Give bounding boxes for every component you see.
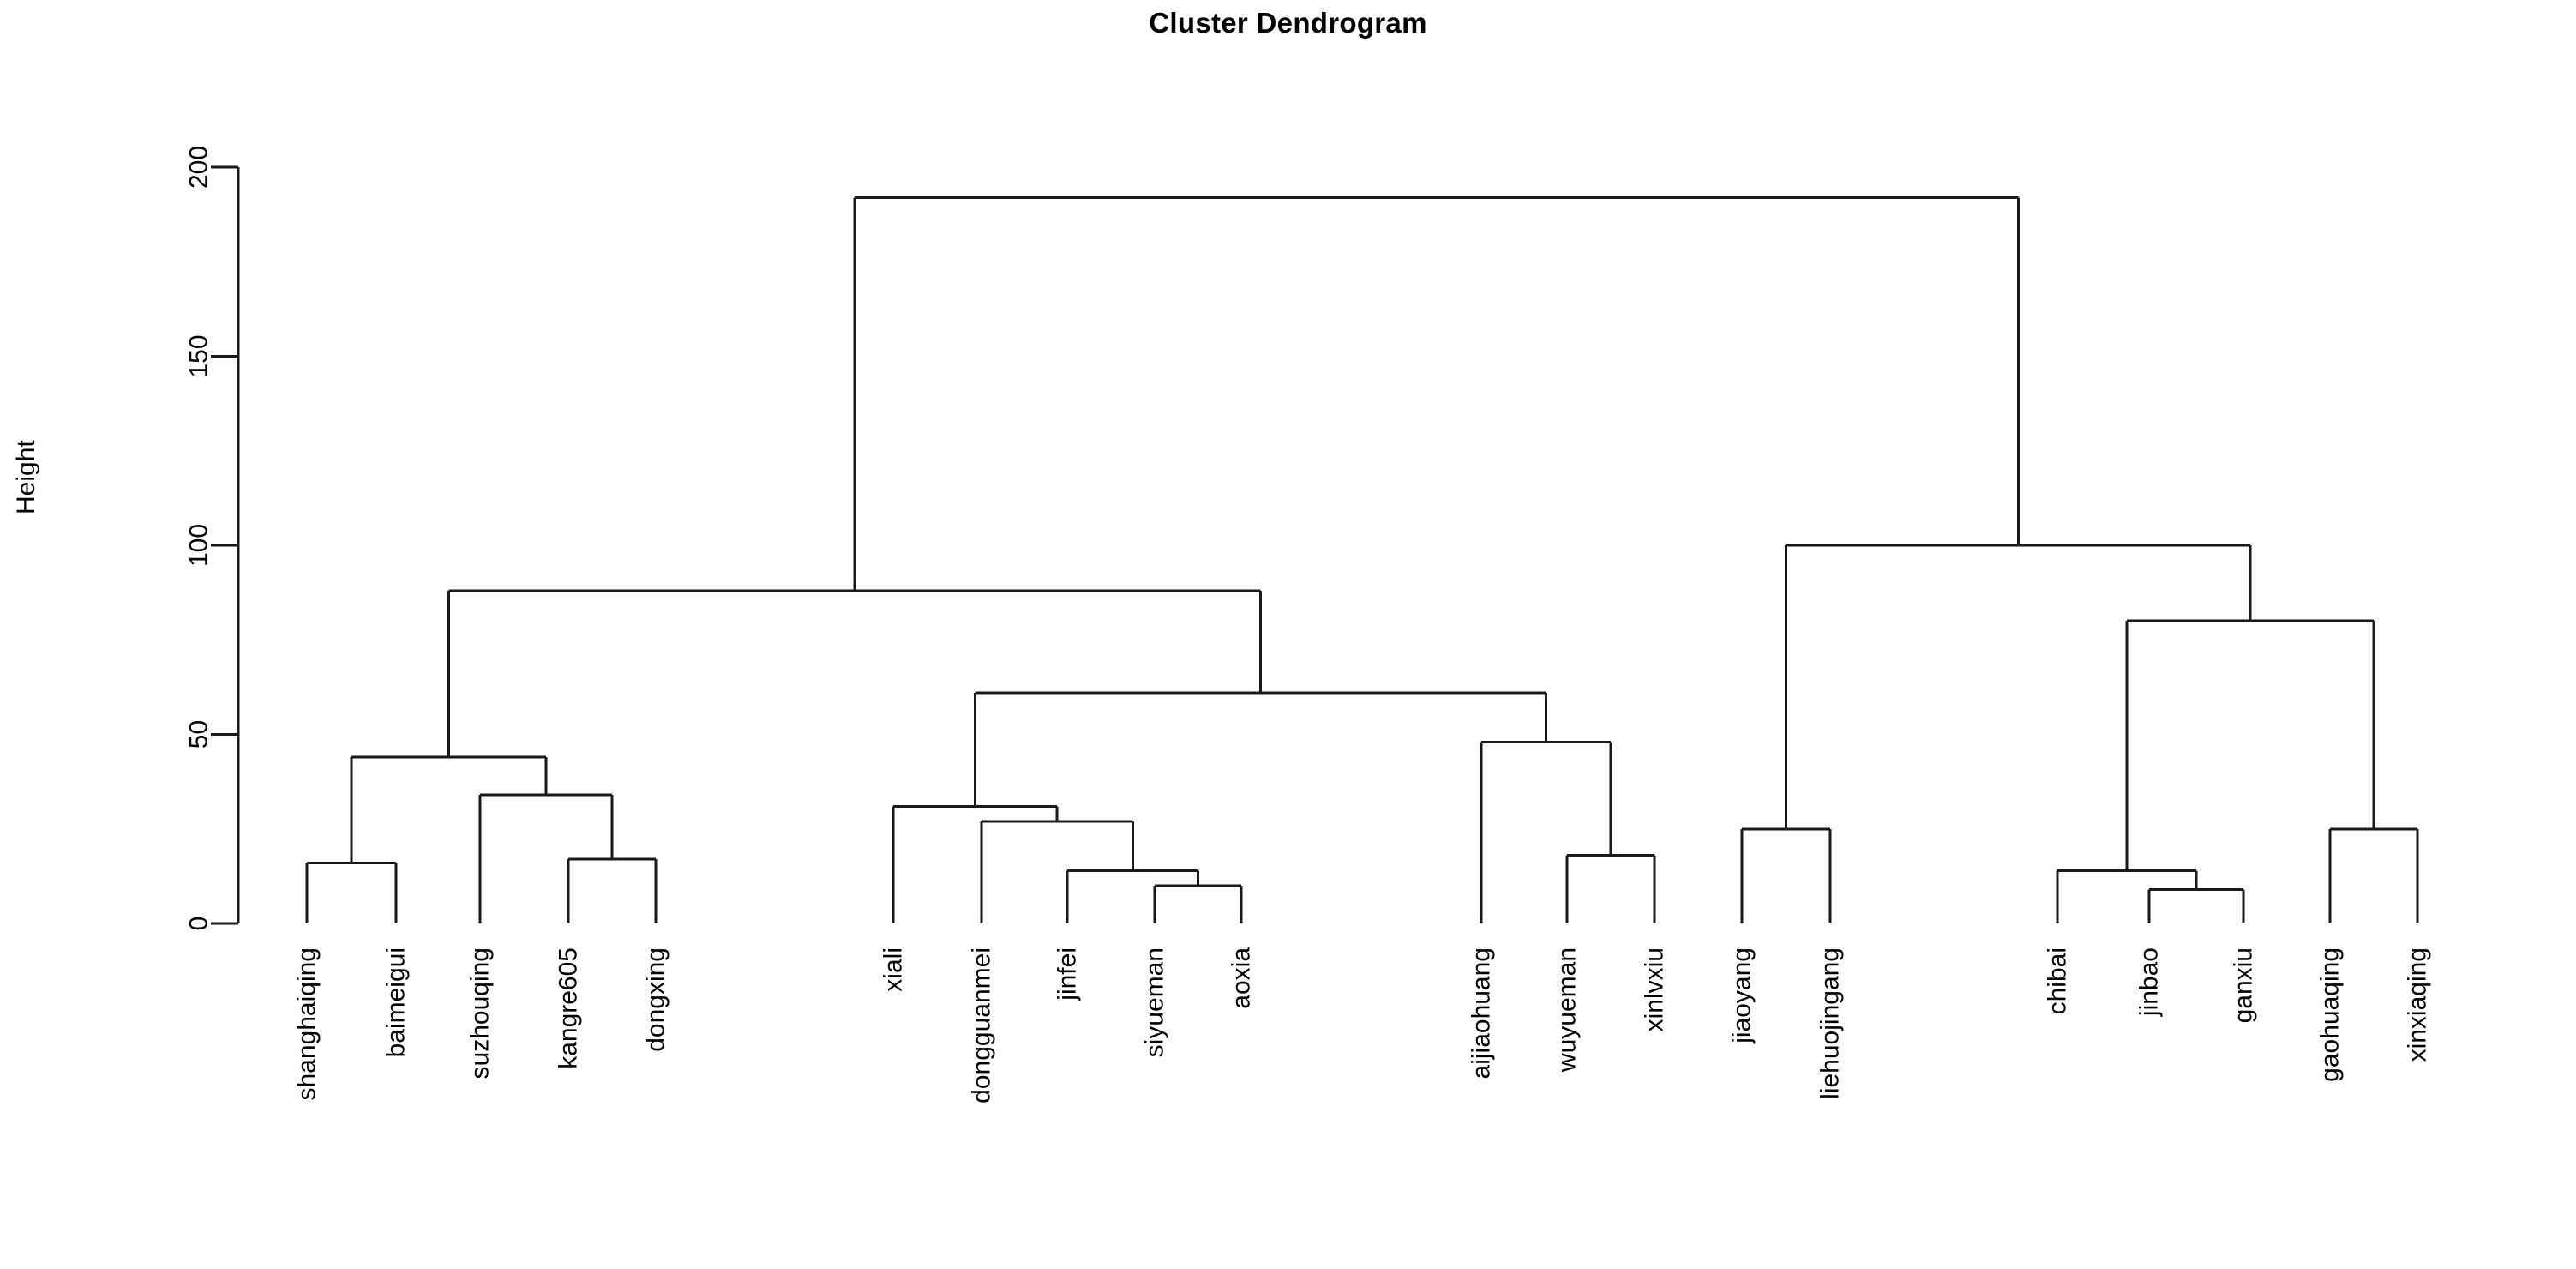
leaf-label: xiali — [880, 947, 908, 992]
leaf-label: shanghaiqing — [293, 947, 321, 1101]
leaf-label: ganxiu — [2230, 947, 2258, 1023]
dendrogram-tree — [305, 195, 2419, 923]
leaf-label: dongxing — [642, 947, 670, 1052]
leaf-label: dongguanmei — [968, 947, 996, 1104]
leaf-label: suzhouqing — [466, 947, 495, 1079]
leaf-labels: shanghaiqing baimeigui suzhouqing kangre605… — [293, 947, 2432, 1104]
leaf-label: siyueman — [1141, 947, 1169, 1057]
leaf-label: jiaoyang — [1728, 947, 1756, 1044]
leaf-label: baimeigui — [382, 947, 411, 1057]
leaf-label: wuyueman — [1553, 947, 1582, 1073]
leaf-label: aijiaohuang — [1468, 947, 1496, 1079]
page-title: Cluster Dendrogram — [1149, 7, 1427, 39]
leaf-label: chibai — [2044, 947, 2072, 1014]
y-tick-label: 0 — [185, 917, 213, 931]
y-tick-label: 200 — [185, 146, 213, 189]
y-tick-label: 100 — [185, 524, 213, 567]
leaf-label: gaohuaqing — [2316, 947, 2345, 1082]
leaf-label: aoxia — [1228, 947, 1256, 1009]
leaf-label: jinbao — [2135, 947, 2164, 1017]
leaf-label: liehuojingang — [1816, 947, 1845, 1099]
leaf-label: jinfei — [1054, 947, 1082, 1001]
leaf-label: xinlvxiu — [1641, 947, 1669, 1031]
y-tick-label: 150 — [185, 334, 213, 377]
leaf-label: xinxiaqing — [2404, 947, 2432, 1062]
y-tick-label: 50 — [185, 720, 213, 749]
leaf-label: kangre605 — [555, 947, 583, 1069]
y-axis: 0 50 100 150 200 — [185, 146, 240, 931]
